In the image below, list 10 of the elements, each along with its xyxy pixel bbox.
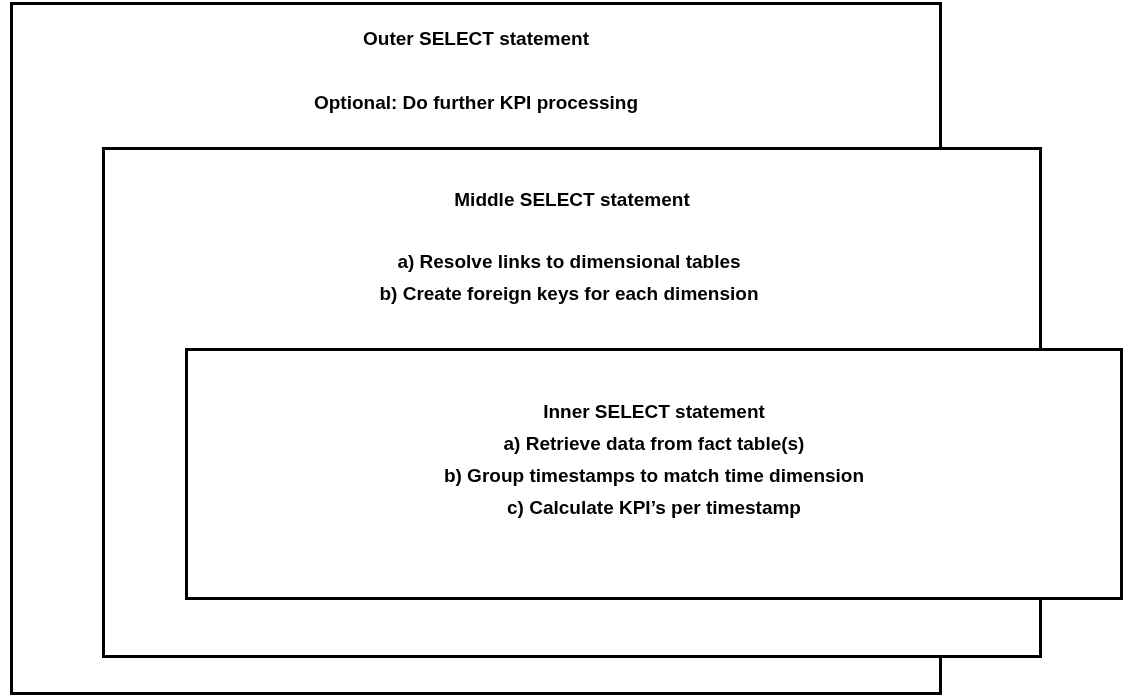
box-text: c) Calculate KPI’s per timestamp [507, 496, 801, 520]
box-heading: Middle SELECT statement [454, 188, 690, 212]
box-text: Optional: Do further KPI processing [313, 91, 639, 115]
box-text: b) Create foreign keys for each dimension [379, 282, 759, 306]
statement-box [185, 348, 1123, 600]
box-text: b) Group timestamps to match time dimension [443, 464, 865, 488]
box-text: a) Retrieve data from fact table(s) [503, 432, 805, 456]
box-heading: Inner SELECT statement [543, 400, 765, 424]
box-heading: Outer SELECT statement [363, 27, 589, 51]
box-text: a) Resolve links to dimensional tables [397, 250, 741, 274]
